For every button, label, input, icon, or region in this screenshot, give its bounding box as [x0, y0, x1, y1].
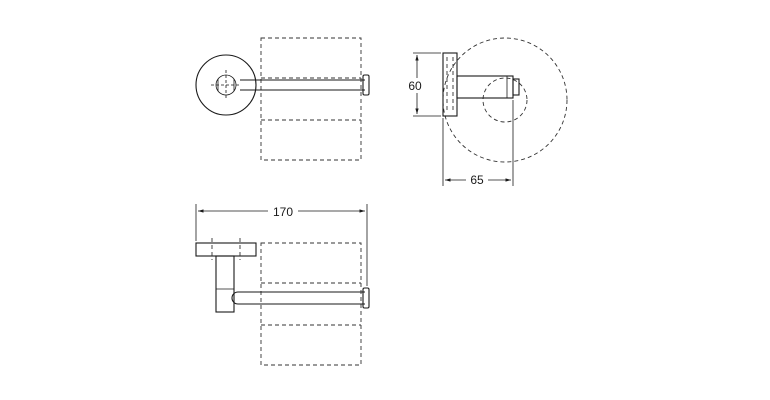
arm-top: [215, 255, 235, 313]
width-label: 170: [273, 205, 293, 219]
rod-front: [240, 74, 370, 96]
roll-outline-front: [260, 37, 362, 161]
top-view: 170: [195, 203, 370, 366]
wall-rose-front: [195, 54, 257, 116]
dimension-height: 60: [404, 52, 441, 117]
dimension-depth: 65: [442, 100, 514, 187]
depth-label: 65: [470, 173, 484, 187]
height-label: 60: [408, 79, 422, 93]
arm-side: [456, 75, 520, 99]
front-view: [195, 37, 370, 161]
roll-outer-circle: [442, 37, 568, 163]
side-view: 60 65: [404, 37, 568, 187]
rod-top: [231, 287, 370, 309]
wall-plate-top: [195, 238, 257, 260]
roll-inner-circle: [482, 77, 528, 123]
dimension-width: 170: [195, 203, 368, 286]
